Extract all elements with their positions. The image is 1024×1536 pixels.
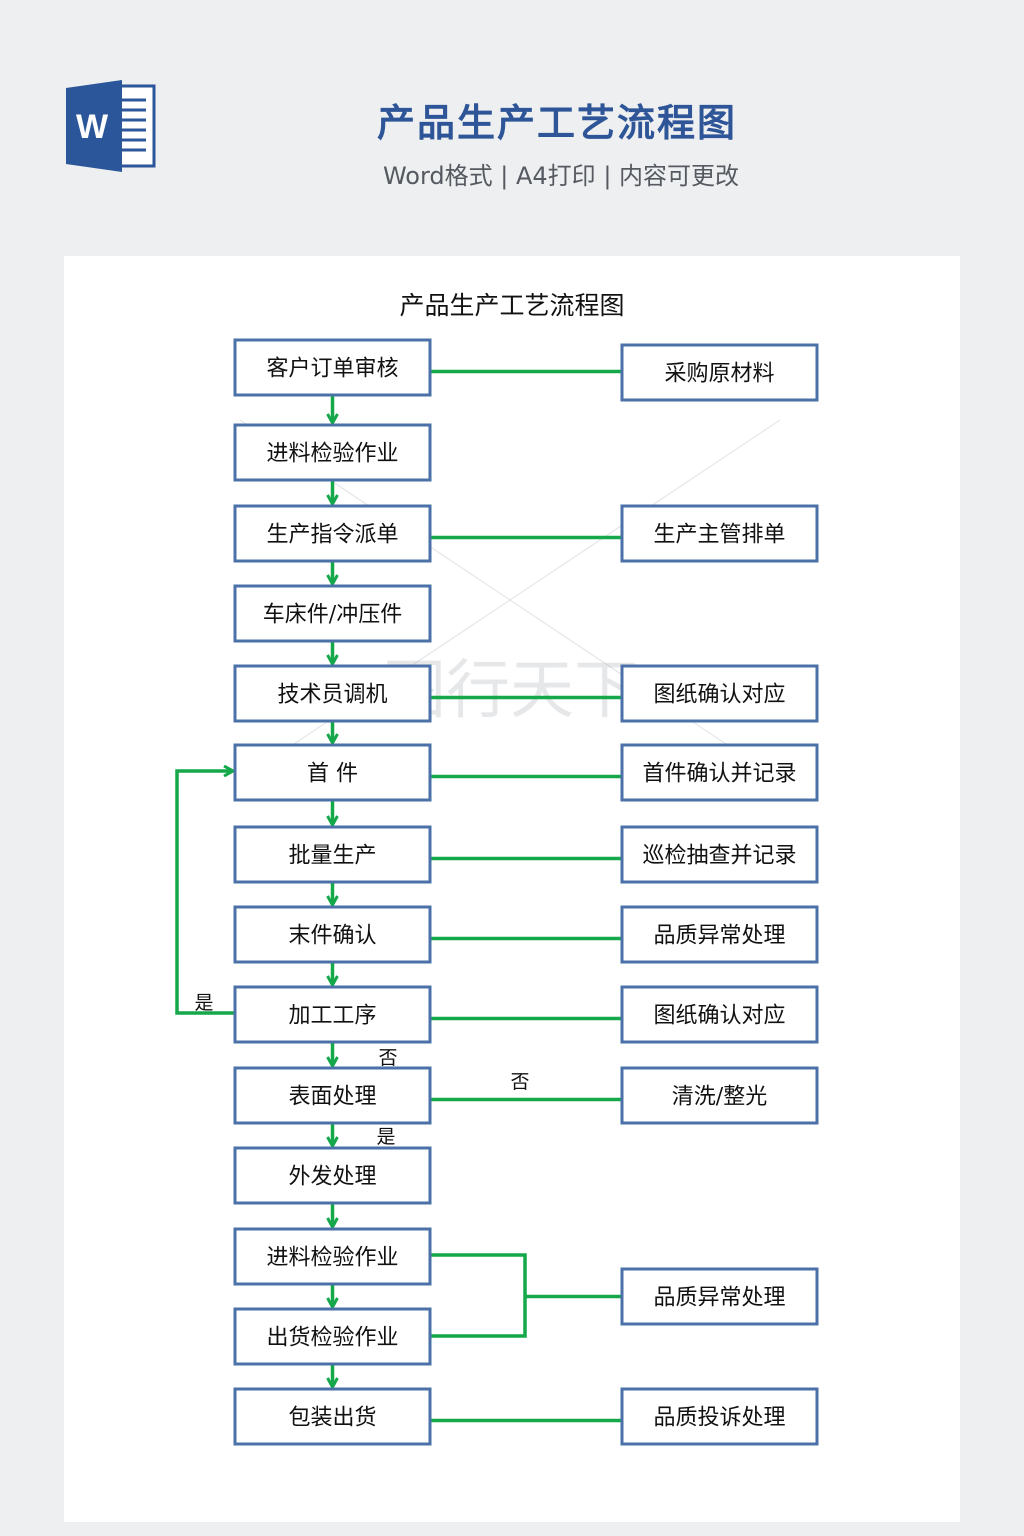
document-title: 产品生产工艺流程图	[399, 291, 625, 320]
side-step-10: 品质投诉处理	[620, 1387, 819, 1446]
flow-step-label: 出货检验作业	[266, 1326, 398, 1351]
side-step-label: 品质异常处理	[653, 924, 785, 949]
flow-step-label: 客户订单审核	[266, 357, 398, 382]
flow-step-2: 进料检验作业	[233, 423, 432, 482]
side-step-label: 首件确认并记录	[642, 762, 796, 787]
bracket-link	[430, 1253, 527, 1338]
flow-step-14: 包装出货	[233, 1387, 432, 1446]
flow-step-6: 首 件	[233, 743, 432, 802]
side-step-1: 采购原材料	[620, 343, 819, 402]
flow-step-5: 技术员调机	[233, 664, 432, 723]
side-step-8: 清洗/整光	[620, 1066, 819, 1125]
side-step-9: 品质异常处理	[620, 1267, 819, 1326]
svg-text:W: W	[76, 108, 109, 146]
side-step-label: 清洗/整光	[672, 1085, 767, 1110]
flow-step-label: 进料检验作业	[266, 442, 398, 467]
label-loop-yes: 是	[194, 992, 213, 1014]
side-step-4: 首件确认并记录	[620, 743, 819, 802]
flow-step-4: 车床件/冲压件	[233, 584, 432, 643]
word-doc-icon: W	[66, 80, 156, 172]
flow-step-9: 加工工序	[233, 985, 432, 1044]
side-step-label: 图纸确认对应	[653, 683, 785, 708]
flow-step-label: 技术员调机	[277, 683, 387, 708]
connectors	[175, 369, 622, 1423]
side-step-label: 品质异常处理	[653, 1286, 785, 1311]
side-step-2: 生产主管排单	[620, 504, 819, 563]
flow-step-7: 批量生产	[233, 825, 432, 884]
side-step-6: 品质异常处理	[620, 905, 819, 964]
side-step-label: 采购原材料	[664, 362, 774, 387]
flow-step-label: 末件确认	[288, 924, 376, 949]
flow-step-label: 加工工序	[288, 1004, 376, 1029]
label-surface-yes: 是	[376, 1126, 395, 1148]
flow-step-label: 外发处理	[288, 1165, 376, 1190]
side-step-7: 图纸确认对应	[620, 985, 819, 1044]
side-step-label: 生产主管排单	[653, 523, 785, 548]
flow-step-label: 进料检验作业	[266, 1246, 398, 1271]
flow-step-label: 车床件/冲压件	[263, 603, 402, 628]
flow-step-label: 首 件	[307, 762, 358, 787]
label-process-no: 否	[378, 1047, 397, 1069]
flow-step-12: 进料检验作业	[233, 1227, 432, 1286]
flow-step-label: 生产指令派单	[266, 523, 398, 548]
label-surface-no: 否	[510, 1071, 529, 1093]
flow-step-label: 包装出货	[288, 1406, 376, 1431]
flow-step-3: 生产指令派单	[233, 504, 432, 563]
flow-step-1: 客户订单审核	[233, 338, 432, 397]
flow-step-8: 末件确认	[233, 905, 432, 964]
flow-step-13: 出货检验作业	[233, 1307, 432, 1366]
side-step-label: 品质投诉处理	[653, 1406, 785, 1431]
side-step-5: 巡检抽查并记录	[620, 825, 819, 884]
loop-back-arrow	[175, 771, 235, 1015]
flow-step-11: 外发处理	[233, 1146, 432, 1205]
flow-step-label: 批量生产	[288, 844, 376, 869]
flow-step-label: 表面处理	[288, 1085, 376, 1110]
side-step-label: 巡检抽查并记录	[642, 844, 796, 869]
page-subtitle: Word格式 | A4打印 | 内容可更改	[382, 162, 740, 190]
side-step-3: 图纸确认对应	[620, 664, 819, 723]
side-step-label: 图纸确认对应	[653, 1004, 785, 1029]
flow-step-10: 表面处理	[233, 1066, 432, 1125]
page-title: 产品生产工艺流程图	[376, 101, 737, 145]
